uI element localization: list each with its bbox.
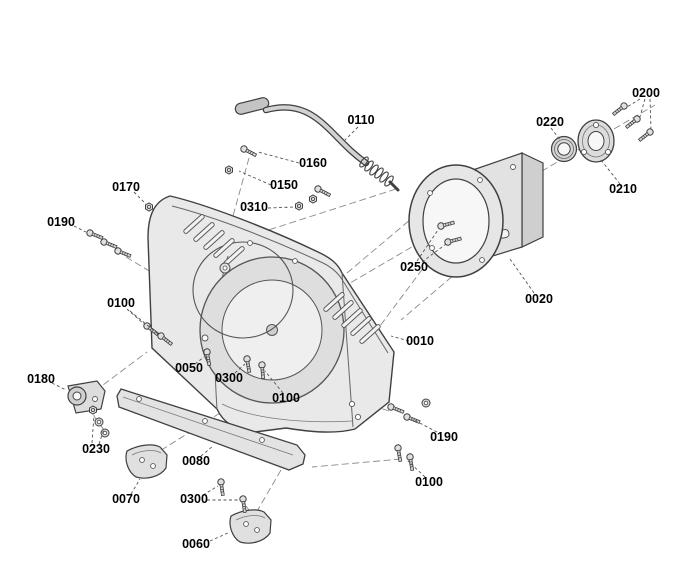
bolt-glyph: [402, 412, 422, 426]
nut-glyph: [89, 405, 97, 415]
vent-slats-right: [323, 292, 381, 344]
vent-slats-left: [183, 214, 245, 266]
part-label-0210: 0210: [609, 182, 637, 196]
fasteners-0200: [610, 101, 655, 144]
bolt-glyph: [113, 246, 133, 260]
bearing-flange-part-0210: [577, 119, 615, 163]
nut-glyph: [309, 194, 317, 204]
nut-glyph: [225, 165, 233, 175]
washer-glyph: [421, 398, 431, 408]
fasteners-0190-right: [386, 398, 431, 426]
part-label-0190-left: 0190: [47, 215, 75, 229]
skid-shoe-part-0060: [229, 509, 272, 544]
part-labels: 0200 0220 0110 0160 0150 0170 0310 0210 …: [27, 86, 660, 551]
bearing-part-0220: [550, 135, 578, 163]
impeller-housing-part-0020: [408, 152, 544, 278]
auger-housing-part-0010: [147, 195, 395, 433]
scraper-bar-part-0080: [116, 388, 306, 471]
skid-shoe-part-0070: [125, 444, 168, 479]
part-label-0020: 0020: [525, 292, 553, 306]
washer-glyph: [94, 417, 104, 427]
part-label-0300-upper: 0300: [215, 371, 243, 385]
part-label-0170: 0170: [112, 180, 140, 194]
fasteners-0300-lower: [216, 477, 249, 514]
bolt-glyph: [636, 127, 655, 144]
part-label-0080: 0080: [182, 454, 210, 468]
bolt-glyph: [405, 452, 416, 472]
part-label-0300-lower: 0300: [180, 492, 208, 506]
part-label-0010: 0010: [406, 334, 434, 348]
bolt-glyph: [313, 184, 332, 199]
part-label-0230: 0230: [82, 442, 110, 456]
part-label-0250: 0250: [400, 260, 428, 274]
nut-glyph: [145, 202, 153, 212]
bolt-glyph: [239, 144, 258, 159]
fasteners-0100-right: [393, 443, 416, 472]
bolt-glyph: [386, 402, 406, 416]
fasteners-0230: [89, 405, 110, 438]
part-label-0220: 0220: [536, 115, 564, 129]
part-label-0100-left: 0100: [107, 296, 135, 310]
leader-lines: [51, 98, 652, 542]
part-label-0150: 0150: [270, 178, 298, 192]
bolt-glyph: [623, 114, 642, 131]
fastener-0170: [145, 202, 153, 212]
part-label-0310: 0310: [240, 200, 268, 214]
part-label-0110: 0110: [347, 113, 374, 127]
part-label-0160: 0160: [299, 156, 327, 170]
part-label-0190-right: 0190: [430, 430, 458, 444]
part-label-0070: 0070: [112, 492, 140, 506]
part-label-0050: 0050: [175, 361, 203, 375]
part-label-0200: 0200: [632, 86, 660, 100]
handle-rod-part-0110: [234, 97, 400, 192]
bolt-glyph: [610, 101, 629, 118]
handle-grip: [234, 97, 270, 115]
part-label-0180: 0180: [27, 372, 55, 386]
nut-glyph: [295, 201, 303, 211]
part-label-0100-right: 0100: [415, 475, 443, 489]
scroll-opening: [192, 241, 294, 339]
bracket-part-0180: [67, 380, 106, 414]
bolt-glyph: [99, 237, 119, 251]
bolt-glyph: [85, 228, 105, 242]
part-label-0060: 0060: [182, 537, 210, 551]
bolt-glyph: [216, 477, 227, 497]
handle-spring: [359, 156, 394, 187]
fasteners-0190-left: [85, 228, 133, 260]
part-label-0100-mid: 0100: [272, 391, 300, 405]
